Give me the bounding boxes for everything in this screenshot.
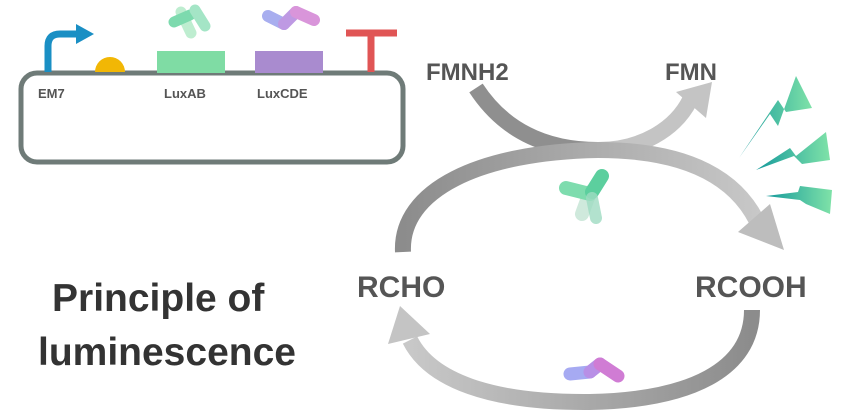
rcho-label: RCHO [357,271,445,304]
luxab-label: LuxAB [164,86,206,101]
plasmid-backbone [18,70,406,165]
rcooh-label: RCOOH [695,271,807,304]
title-line-2: luminescence [38,331,296,374]
promoter-label: EM7 [38,86,65,101]
title-line-1: Principle of [52,277,265,320]
luxab-enzyme-icon [168,4,211,39]
fmnh2-label: FMNH2 [426,59,509,86]
luxab-enzyme-icon [559,169,609,224]
lower-cycle-arrow [388,306,760,411]
fmn-crossing-arrow [469,82,712,158]
luxcde-gene-block [255,51,323,73]
luxab-gene-block [157,51,225,73]
plasmid: EM7 LuxAB LuxCDE [18,4,406,165]
terminator-icon [346,29,397,72]
rbs-icon [95,57,125,72]
luxcde-enzyme-icon [262,6,320,30]
promoter-arrow-icon [44,24,94,72]
upper-cycle-arrow [394,141,784,253]
luxcde-enzyme-icon [563,357,625,383]
fmn-label: FMN [665,59,717,86]
luxcde-label: LuxCDE [257,86,308,101]
light-bolt-icon [739,76,832,214]
